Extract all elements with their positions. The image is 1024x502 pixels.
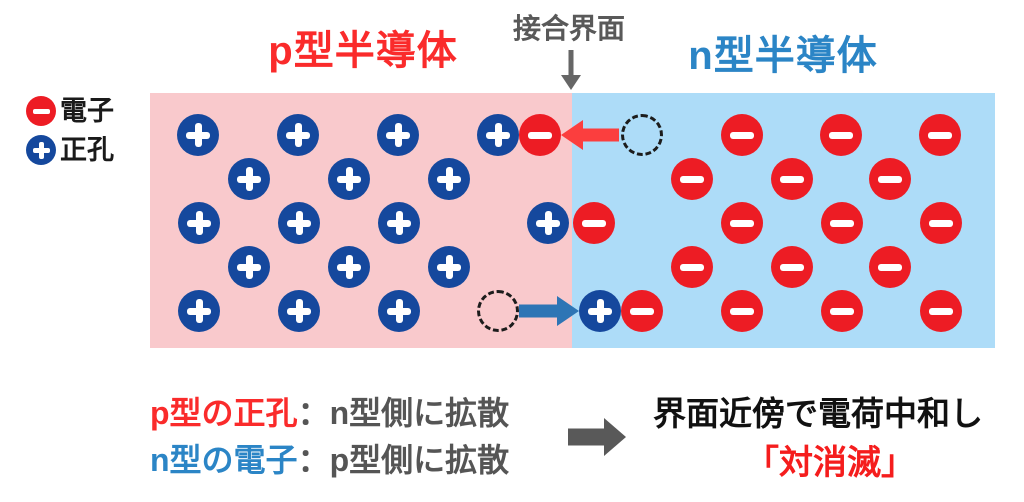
electron-particle: [519, 114, 561, 156]
hole-particle: [377, 114, 419, 156]
electron-particle: [869, 246, 911, 288]
legend-hole-label: 正孔: [60, 134, 114, 165]
hole-particle: [278, 290, 320, 332]
electron-particle: [820, 114, 862, 156]
electron-particle: [721, 290, 763, 332]
caption-hole-highlight: p型の正孔: [150, 395, 298, 431]
electron-particle: [671, 158, 713, 200]
hole-particle: [378, 202, 420, 244]
caption-neutralization: 界面近傍で電荷中和し: [653, 395, 983, 432]
hole-particle: [178, 290, 220, 332]
electron-particle: [671, 246, 713, 288]
hole-particle: [228, 246, 270, 288]
electron-particle: [920, 290, 962, 332]
electron-particle: [821, 290, 863, 332]
electron-particle: [621, 290, 663, 332]
electron-particle: [771, 158, 813, 200]
electron-particle: [920, 202, 962, 244]
electron-diffusion-arrow-icon: [561, 120, 619, 150]
hole-particle: [177, 114, 219, 156]
caption-hole-rest: ：n型側に拡散: [297, 395, 510, 431]
hole-particle: [228, 158, 270, 200]
electron-particle: [721, 114, 763, 156]
electron-particle: [721, 202, 763, 244]
n-region-title: n型半導体: [688, 34, 878, 78]
legend-electron-label: 電子: [60, 95, 114, 126]
result-arrow-icon: [568, 418, 626, 456]
hole-particle: [328, 158, 370, 200]
hole-particle: [328, 246, 370, 288]
electron-particle: [919, 114, 961, 156]
electron-minus-icon: [26, 96, 56, 126]
hole-particle: [178, 202, 220, 244]
hole-particle: [527, 202, 569, 244]
vacancy-dashed-circle: [477, 290, 519, 332]
caption-electron-rest: ：p型側に拡散: [297, 442, 510, 478]
p-region-title: p型半導体: [268, 29, 458, 73]
junction-down-arrow-icon: [561, 50, 581, 90]
caption-electron-highlight: n型の電子: [150, 442, 298, 478]
legend-item-hole: 正孔: [26, 135, 114, 165]
electron-particle: [573, 202, 615, 244]
hole-particle: [428, 246, 470, 288]
hole-particle: [278, 202, 320, 244]
vacancy-dashed-circle: [621, 114, 663, 156]
caption-hole-diffusion: p型の正孔：n型側に拡散: [150, 397, 509, 429]
hole-particle: [579, 290, 621, 332]
electron-particle: [771, 246, 813, 288]
hole-particle: [477, 114, 519, 156]
caption-electron-diffusion: n型の電子：p型側に拡散: [150, 444, 509, 476]
hole-plus-icon: [26, 135, 56, 165]
legend-item-electron: 電子: [26, 96, 114, 126]
hole-particle: [428, 158, 470, 200]
caption-annihilation: 「対消滅」: [745, 444, 915, 482]
electron-particle: [869, 158, 911, 200]
electron-particle: [821, 202, 863, 244]
hole-particle: [277, 114, 319, 156]
hole-particle: [378, 290, 420, 332]
hole-diffusion-arrow-icon: [519, 296, 579, 326]
junction-label: 接合界面: [512, 13, 626, 44]
